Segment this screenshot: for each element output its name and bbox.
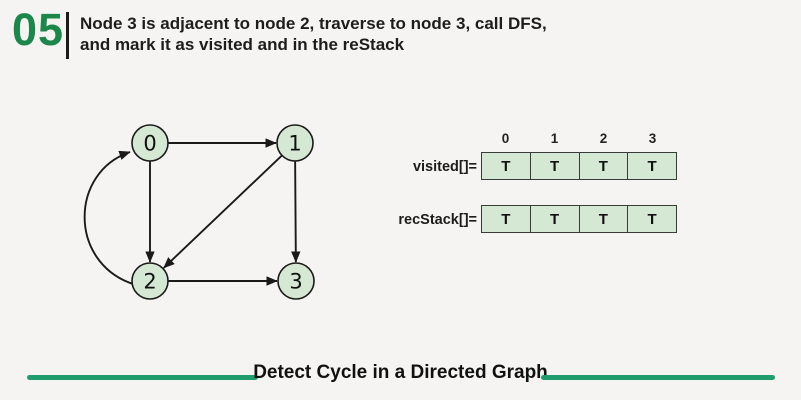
step-description: Node 3 is adjacent to node 2, traverse t…: [80, 13, 547, 55]
array-index-label: 1: [550, 131, 559, 146]
step-number: 05: [12, 4, 65, 55]
graph-node-3: [277, 262, 315, 300]
array-cell: T: [530, 153, 580, 179]
edge-1-to-3: [291, 160, 301, 263]
graph-node-label-0: 0: [143, 132, 156, 156]
array-cell: T: [530, 206, 580, 232]
edge-layer: [83, 138, 301, 286]
graph-node-label-2: 2: [143, 270, 156, 294]
step-description-line1: Node 3 is adjacent to node 2, traverse t…: [80, 14, 547, 33]
graph-node-2: [131, 262, 169, 300]
array-cell: T: [579, 206, 629, 232]
footer-title: Detect Cycle in a Directed Graph: [253, 362, 548, 383]
array-cell: T: [482, 153, 531, 179]
edge-1-to-2: [163, 154, 283, 269]
footer-rule-right: [541, 375, 775, 380]
recstack-array-label: recStack[]=: [398, 212, 477, 228]
array-cell: T: [579, 153, 629, 179]
graph-node-label-1: 1: [288, 132, 301, 156]
footer-rule-left: [27, 375, 258, 380]
visited-array-label: visited[]=: [412, 159, 477, 175]
array-index-row: 0 1 2 3: [481, 131, 677, 146]
graph-node-label-3: 3: [289, 270, 302, 294]
edge-2-to-0: [83, 150, 134, 285]
array-index-label: 3: [648, 131, 657, 146]
graph-node-0: [131, 124, 169, 162]
graph-node-1: [276, 124, 314, 162]
node-layer: 0 1 2 3: [131, 124, 315, 300]
header-divider: [66, 12, 69, 59]
array-cell: T: [628, 206, 676, 232]
array-index-label: 2: [599, 131, 608, 146]
array-cell: T: [482, 206, 531, 232]
array-cell: T: [628, 153, 676, 179]
array-index-label: 0: [501, 131, 510, 146]
step-description-line2: and mark it as visited and in the reStac…: [80, 35, 405, 54]
